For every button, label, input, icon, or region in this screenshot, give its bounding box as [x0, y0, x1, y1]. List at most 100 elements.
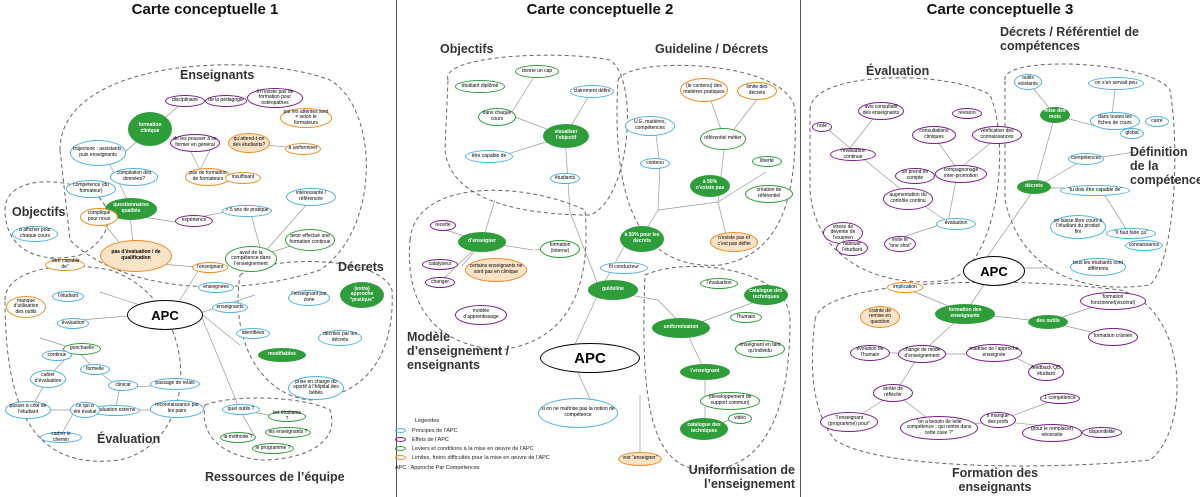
concept-node: maitrise de l’approche enseignée — [966, 344, 1022, 362]
concept-node: (le contenu) des matières pratiques — [680, 78, 728, 102]
concept-node: étudiants — [550, 173, 580, 184]
concept-node: avis consultatif des enseignants — [858, 102, 904, 120]
legend-title: Légendes — [415, 418, 440, 424]
legend-swatch — [395, 455, 406, 460]
concept-node: pas d’évaluation / de qualification — [100, 240, 172, 272]
legend-label: Effets de l’APC — [412, 436, 449, 443]
concept-node: les étudiants ? — [268, 410, 306, 422]
concept-node: identifiées — [236, 328, 270, 339]
concept-node: on laisse libre cours à l’étudiant du pr… — [1050, 215, 1106, 239]
concept-node: catalogue des techniques — [680, 418, 728, 440]
concept-node: formation crânien — [1088, 328, 1138, 346]
concept-node: l’évaluation — [700, 278, 738, 289]
concept-node: guideline — [588, 280, 638, 300]
section-c3-evaluation: Évaluation — [866, 64, 930, 78]
concept-node: enseignants — [212, 302, 248, 313]
section-c2-guideline: Guideline / Décrets — [655, 42, 769, 56]
apc-node-map2: APC — [540, 343, 640, 373]
legend-swatch — [395, 446, 406, 451]
concept-node: d’enseigner — [458, 232, 506, 252]
section-c1-objectifs: Objectifs — [12, 205, 66, 219]
concept-node: l’enseignant par zone — [288, 290, 330, 306]
concept-node: à afficher pour chaque cours — [12, 226, 58, 242]
concept-node: stress de dévente de l’examen — [823, 222, 863, 244]
concept-node: décrites par les décrets — [318, 330, 362, 346]
concept-node: consultations cliniques — [912, 126, 956, 144]
concept-node: changé de mode d’enseignement — [898, 345, 946, 363]
concept-node: formation (interne) — [540, 240, 580, 258]
concept-node: 1 compétence — [1040, 393, 1080, 404]
concept-node: vérification des connaissances — [972, 126, 1022, 144]
concept-node: continue — [42, 350, 72, 361]
concept-node: questionnaires qualités — [105, 198, 157, 220]
concept-node: les enseignants ? — [265, 427, 311, 438]
concept-node: modèle d’apprentissage — [455, 305, 507, 325]
concept-node: manque d’utilisation des outils — [6, 296, 46, 318]
concept-node: qu’attend-t-on des étudiants? — [228, 133, 270, 153]
concept-node: liberté — [752, 156, 782, 167]
legend-item: Leviers et conditions à la mise en œuvre… — [395, 444, 550, 453]
concept-node: par les attentes sont ≠ selon le formate… — [280, 108, 332, 128]
concept-node: voir “enseigner” — [618, 452, 662, 466]
concept-node: habituer l’étudiant — [836, 240, 868, 256]
concept-node: contenu — [640, 158, 670, 169]
concept-node: global — [1120, 128, 1144, 139]
concept-node: gonchuelle — [63, 343, 101, 355]
concept-node: avoir de la compétence dans l’enseigneme… — [225, 246, 277, 272]
section-c2-uniformisation: Uniformisation de l’enseignement — [688, 463, 795, 491]
concept-node: formation clinique — [128, 112, 172, 146]
concept-node: compétence (du formateur) — [66, 180, 116, 198]
legend-item: Limites, freins difficultés pour la mise… — [395, 453, 550, 462]
section-c1-ressources: Ressources de l’équipe — [205, 470, 345, 484]
concept-node: enseignées — [198, 282, 234, 293]
concept-node: dans toutes les fiches de cours — [1090, 112, 1140, 130]
concept-node: (développement de support commun) — [700, 392, 760, 410]
section-c2-objectifs: Objectifs — [440, 42, 494, 56]
title-map3: Carte conceptuelle 3 — [926, 1, 1074, 18]
concept-node: insuffisant — [225, 172, 261, 184]
concept-node: quel outils ? — [222, 404, 260, 415]
concept-node: l’étudiant — [52, 291, 84, 302]
concept-node: ce qui a été évalué — [70, 402, 100, 418]
concept-node: si on ne maîtrise pas la notion de compé… — [538, 398, 618, 428]
concept-node: à 50% n’existe pas — [690, 175, 730, 197]
section-c3-definition: Définition de la compétence — [1130, 145, 1200, 187]
concept-node: être capable de — [465, 150, 513, 163]
concept-node: cahier d’évaluation — [30, 370, 66, 388]
concept-node: à uniformiser — [285, 143, 321, 155]
concept-node: disponibilité — [1082, 427, 1122, 438]
concept-node: U.E. matières, compétences — [625, 116, 675, 136]
concept-node: uniformisation — [652, 318, 710, 338]
apc-node-map1: APC — [127, 300, 203, 330]
legend-item: Effets de l’APC — [395, 435, 550, 444]
concept-node: augmentation du contrôle continu — [883, 188, 933, 210]
concept-node: limite des décrets — [737, 82, 777, 100]
concept-node: des outils — [1028, 315, 1068, 329]
concept-node: tous les étudiants sont différents — [1070, 258, 1126, 276]
legend-label: Principes de l’APC — [412, 427, 458, 434]
concept-node: feedback QD étudiant — [1028, 363, 1064, 381]
concept-node: la méthode ? — [220, 432, 256, 443]
concept-node: mise des mots — [1040, 107, 1070, 123]
concept-node: de les pousser à se former en général — [170, 134, 220, 152]
concept-node: cadrer le chemin — [40, 431, 82, 443]
concept-node: clinicat — [108, 380, 138, 391]
concept-node: expérience — [175, 215, 213, 227]
concept-node: “il faut faire ça” — [1106, 228, 1156, 239]
concept-node: pas de formation de formateurs — [185, 168, 231, 186]
concept-node: création de référentiel — [745, 185, 793, 203]
concept-node: passer à côté de l’étudiant — [5, 401, 51, 419]
section-c1-enseignants: Enseignants — [180, 68, 255, 82]
concept-node: formation des enseignants — [935, 304, 995, 324]
concept-node: de la pédagogie — [205, 95, 247, 107]
concept-node: l’enseignant — [192, 262, 228, 273]
concept-node: “tu dois être capable de” — [1060, 185, 1130, 196]
legend: Légendes Principes de l’APC Effets de l’… — [395, 418, 550, 471]
section-c3-formation: Formation des enseignants — [951, 466, 1039, 494]
concept-node: il manque des profs — [980, 412, 1016, 428]
concept-node: à 50% pour les décrets — [620, 226, 664, 252]
concept-node: évolution de l’humain — [850, 345, 890, 361]
section-c1-decrets: Décrets — [338, 260, 384, 274]
concept-node: donne un cap — [515, 65, 559, 78]
concept-node: connaissance — [1125, 240, 1163, 251]
